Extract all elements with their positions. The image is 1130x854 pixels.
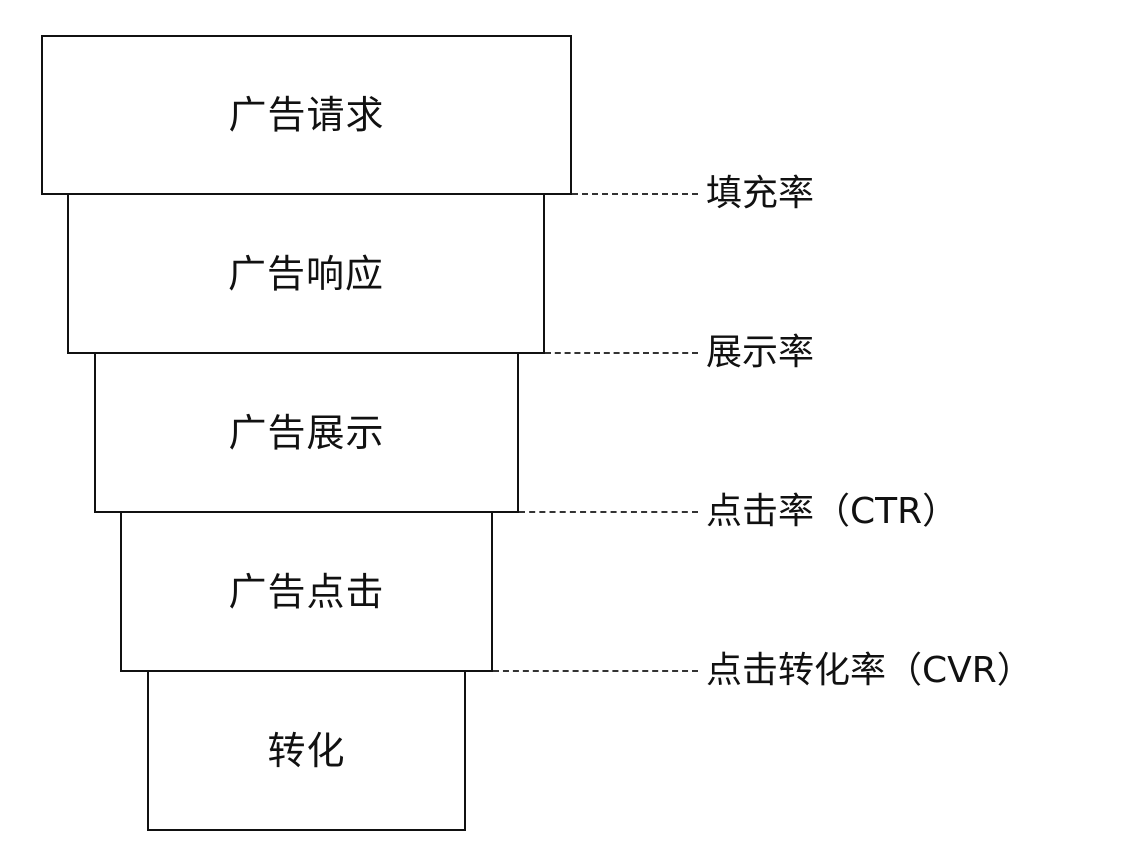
stage-label: 广告请求	[228, 93, 385, 137]
stage-ad-click: 广告点击	[120, 511, 493, 672]
rate-label-cvr: 点击转化率（CVR）	[706, 650, 1033, 691]
stage-label: 广告展示	[228, 410, 385, 455]
stage-label: 广告点击	[228, 569, 385, 614]
dashed-connector	[493, 670, 698, 672]
dashed-connector	[519, 511, 698, 513]
stage-ad-response: 广告响应	[67, 193, 545, 354]
stage-ad-impression: 广告展示	[94, 352, 519, 513]
rate-label-fill: 填充率	[706, 173, 815, 214]
stage-label: 转化	[267, 728, 346, 773]
dashed-connector	[572, 193, 698, 195]
stage-ad-request: 广告请求	[41, 35, 572, 195]
rate-label-ctr: 点击率（CTR）	[706, 491, 959, 532]
dashed-connector	[545, 352, 698, 354]
stage-label: 广告响应	[227, 251, 384, 296]
rate-label-impression: 展示率	[706, 332, 815, 373]
stage-conversion: 转化	[147, 670, 466, 831]
